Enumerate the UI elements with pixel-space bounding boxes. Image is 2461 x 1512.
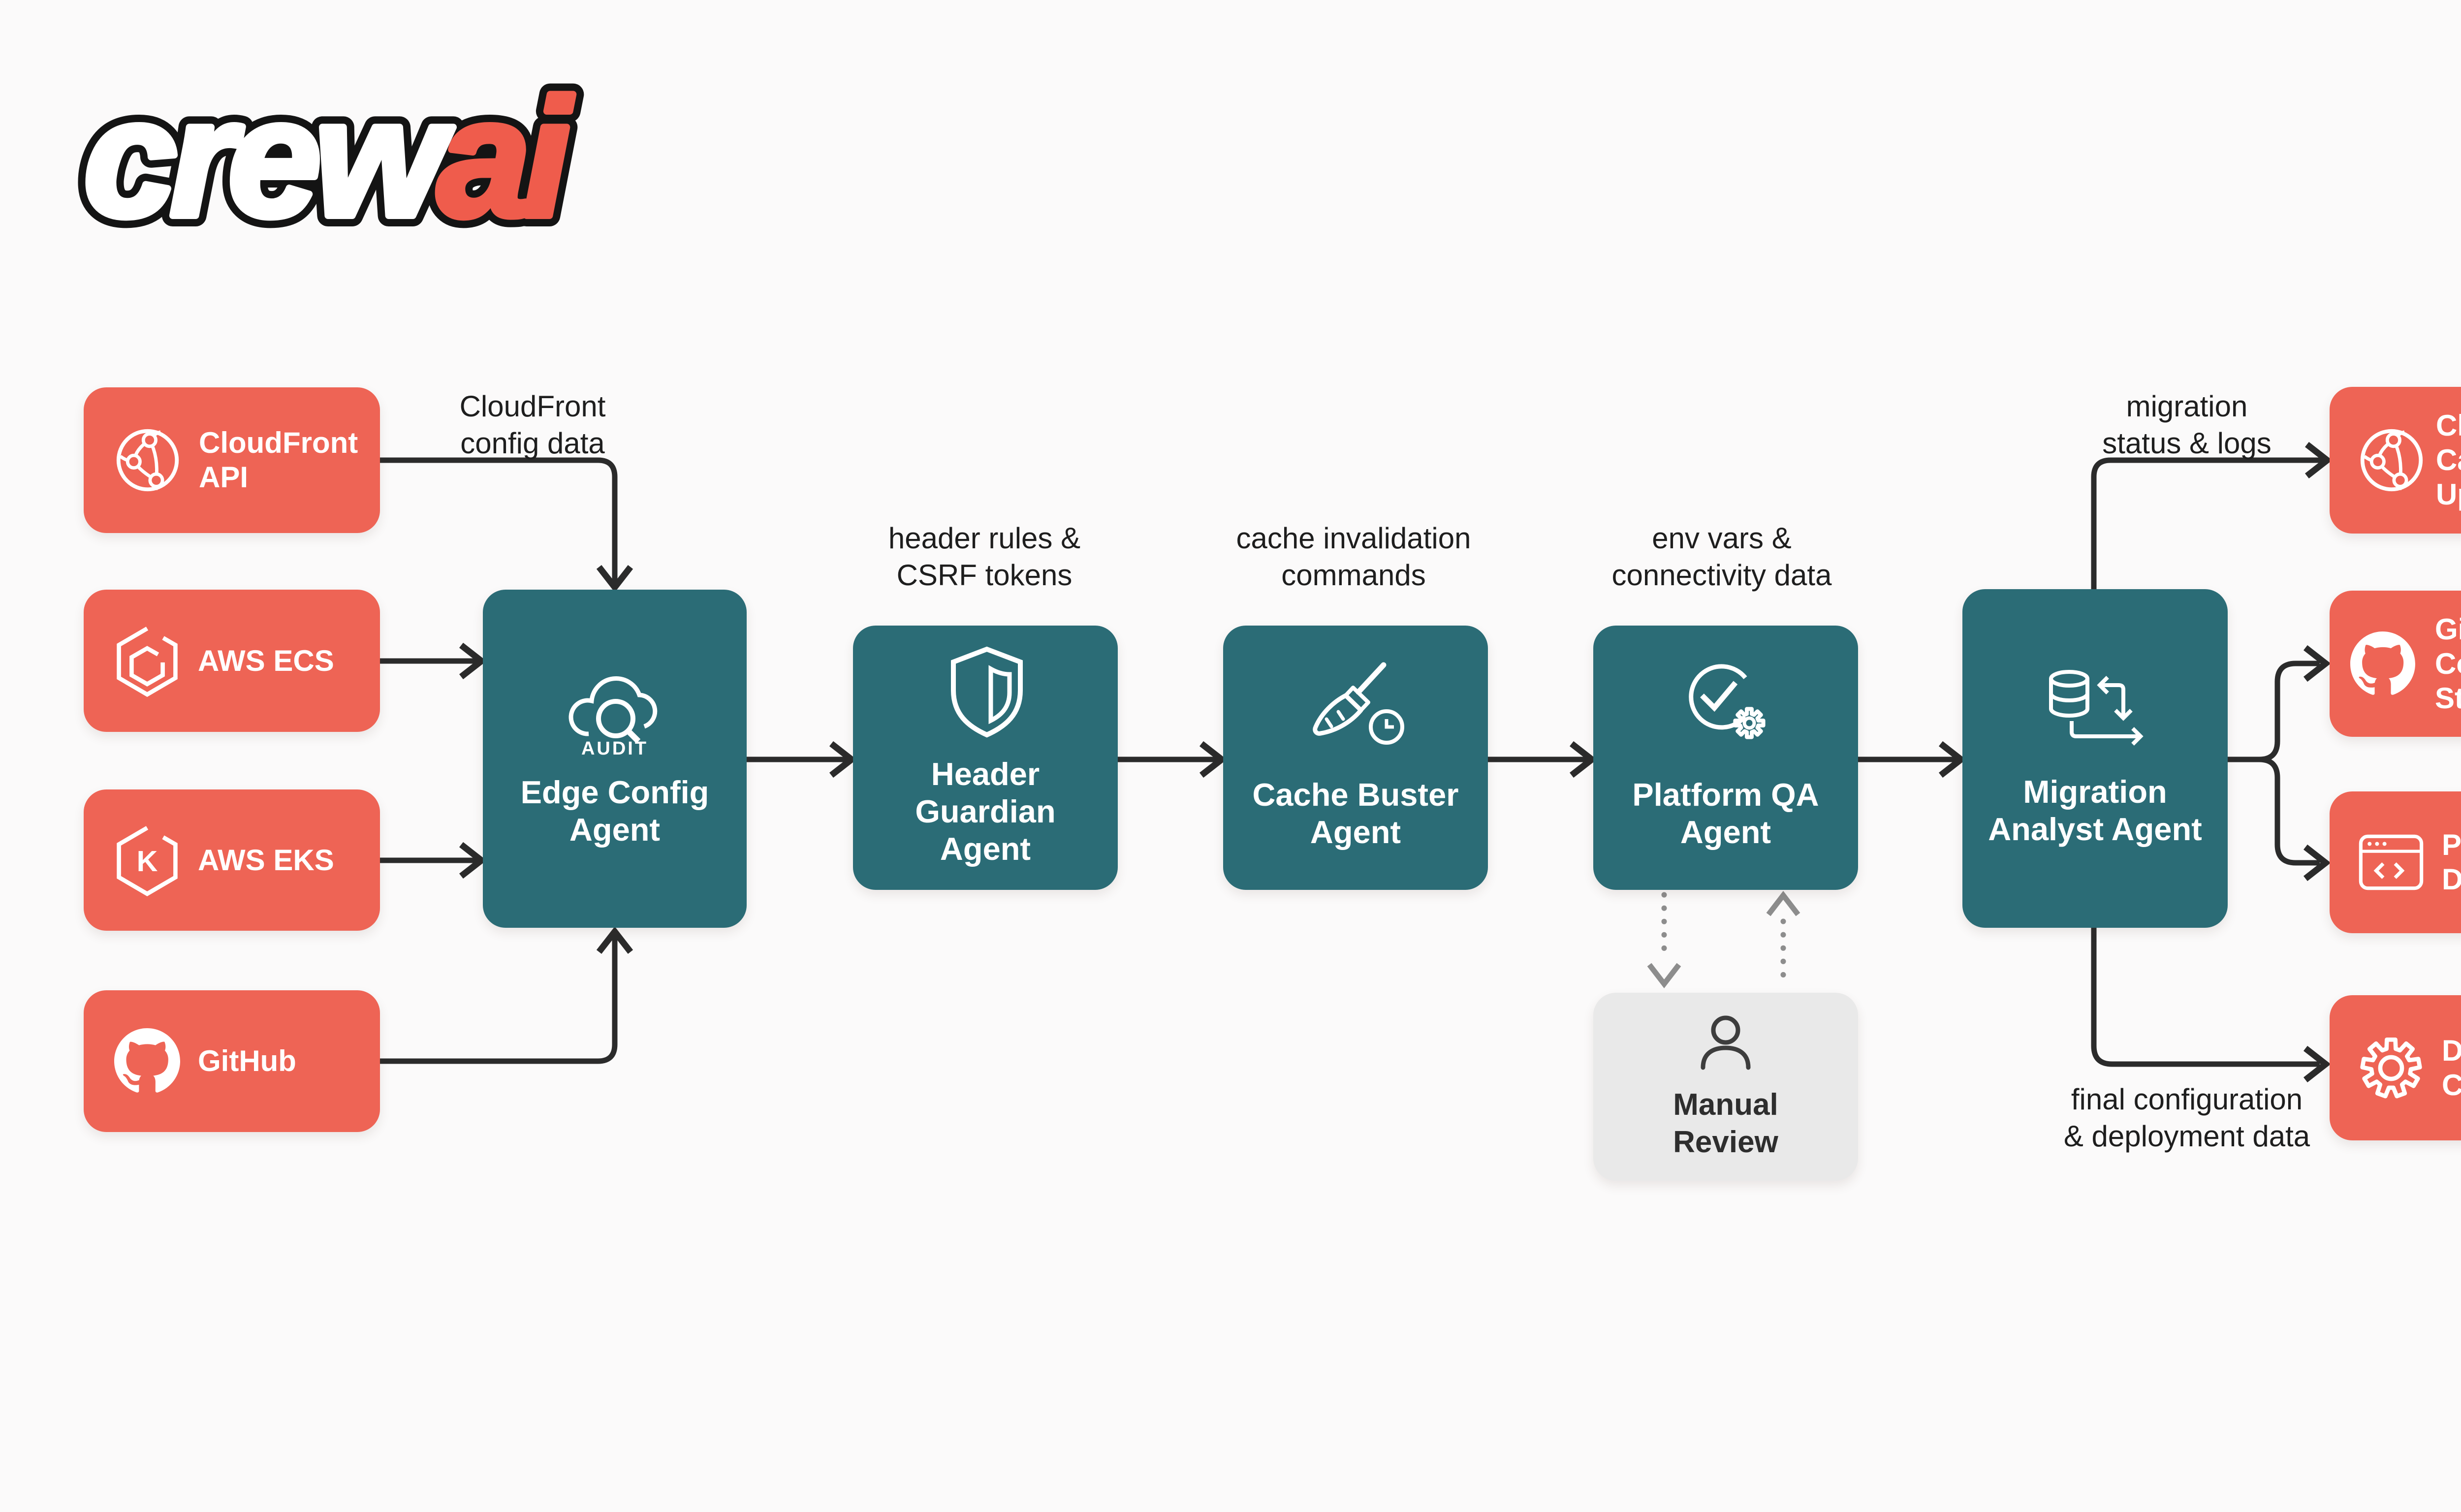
svg-text:crewai: crewai	[84, 64, 573, 252]
svg-text:crewai: crewai	[84, 64, 573, 252]
svg-text:K: K	[137, 845, 158, 878]
